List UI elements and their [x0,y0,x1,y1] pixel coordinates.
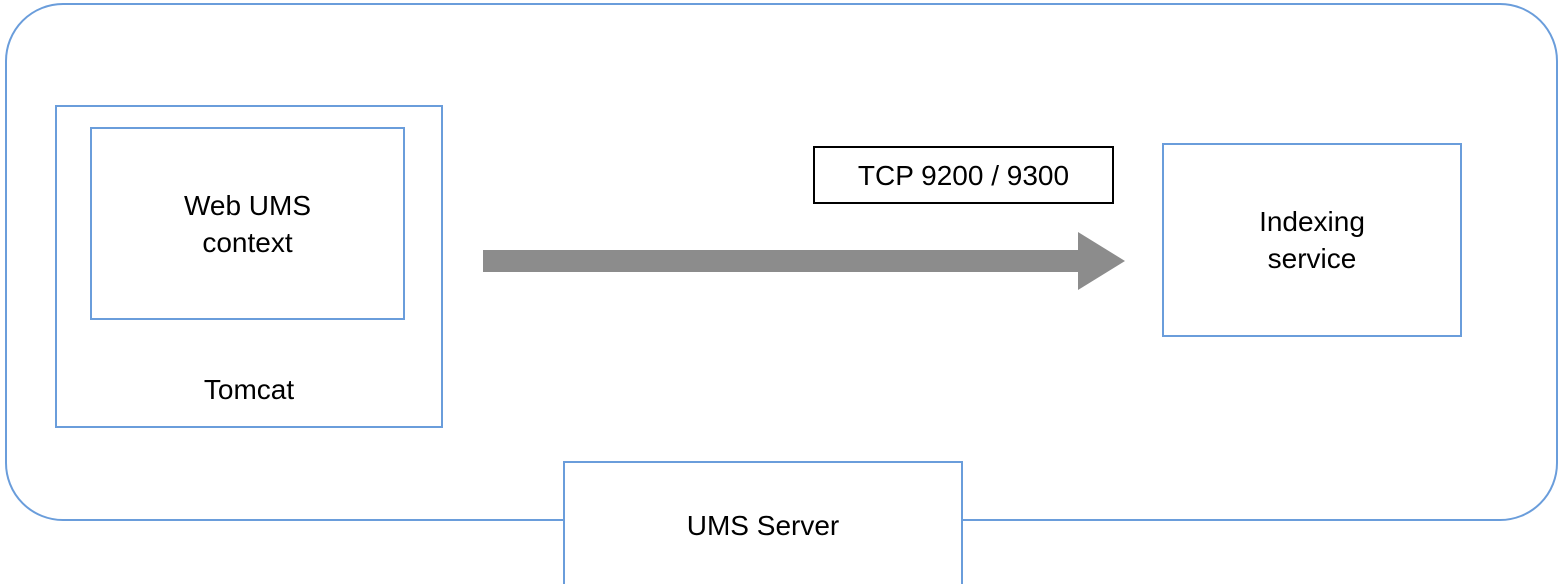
web-ums-context-label: Web UMS context [183,190,312,258]
ums-server-label: UMS Server [686,510,840,541]
tomcat-label: Tomcat [203,374,295,405]
arrow-shape [483,232,1125,290]
ums-server-box [563,461,963,584]
web-ums-context-box [90,127,405,320]
tcp-port-label-box [813,146,1114,204]
indexing-service-label: Indexing service [1259,206,1365,274]
tcp-port-label-text: TCP 9200 / 9300 [857,160,1070,191]
tcp-connector-arrow [483,232,1125,290]
indexing-service-box [1162,143,1462,337]
